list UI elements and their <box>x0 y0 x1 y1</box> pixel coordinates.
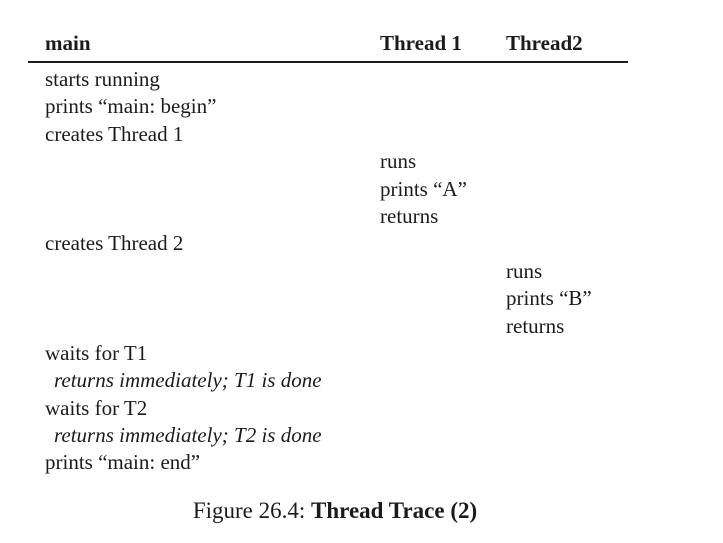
trace-line: returns <box>506 313 565 338</box>
trace-line: prints “main: end” <box>45 450 201 475</box>
trace-line: runs <box>380 149 417 174</box>
trace-line: creates Thread 1 <box>45 121 184 146</box>
trace-line: returns <box>380 203 439 228</box>
trace-line: waits for T1 <box>45 340 148 365</box>
trace-table: main Thread 1 Thread2 starts running prin… <box>0 31 723 477</box>
trace-line: prints “B” <box>506 286 592 311</box>
column-header-main: main <box>45 31 91 55</box>
table-header-row: main Thread 1 Thread2 <box>0 31 723 57</box>
column-header-thread1: Thread 1 <box>380 31 462 55</box>
figure-caption: Figure 26.4: Thread Trace (2) <box>0 498 670 524</box>
trace-line: prints “main: begin” <box>45 94 217 119</box>
column-header-thread2: Thread2 <box>506 31 583 55</box>
trace-line: returns immediately; T1 is done <box>54 368 322 393</box>
trace-line: returns immediately; T2 is done <box>54 423 322 448</box>
trace-line: waits for T2 <box>45 395 148 420</box>
trace-line: runs <box>506 258 543 283</box>
caption-prefix: Figure 26.4: <box>192 497 312 523</box>
trace-line: starts running <box>45 67 160 91</box>
trace-line: creates Thread 2 <box>45 231 184 256</box>
header-rule <box>28 61 628 63</box>
trace-line: prints “A” <box>380 176 467 201</box>
caption-title: Thread Trace (2) <box>311 497 478 523</box>
